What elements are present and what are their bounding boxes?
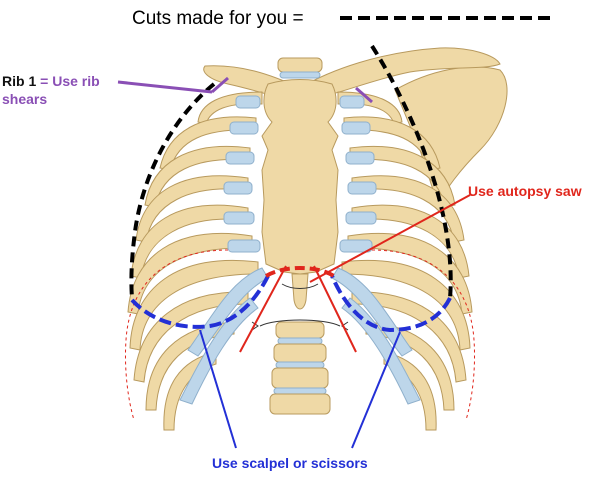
rib1-action-line2: shears	[2, 91, 48, 107]
rib-shears-cut-left	[211, 76, 229, 94]
scalpel-leader-left	[199, 329, 237, 449]
scalpel-cut-left	[130, 275, 270, 329]
lower-rib-outline-left	[124, 249, 229, 421]
rib1-key: Rib 1	[2, 73, 37, 89]
autopsy-saw-label: Use autopsy saw	[468, 183, 582, 199]
xiphoid-process	[291, 273, 309, 310]
lower-rib-outline-right	[371, 249, 476, 421]
existing-cut-left	[129, 82, 216, 299]
scalpel-leader-right	[351, 331, 401, 449]
autopsy-saw-leader-line	[309, 194, 471, 283]
clavicle-right	[299, 47, 501, 101]
scalpel-label: Use scalpel or scissors	[212, 455, 368, 471]
sternum	[261, 79, 339, 275]
autopsy-saw-cut	[264, 265, 336, 278]
autopsy-saw-line-right	[313, 265, 357, 353]
rib-shears-cut-right	[355, 86, 373, 104]
costal-angle-marks	[251, 283, 349, 331]
scalpel-cut-right	[330, 275, 452, 333]
title: Cuts made for you =	[132, 8, 304, 29]
autopsy-saw-line-left	[239, 265, 287, 353]
rib1-label: Rib 1 = Use rib shears	[2, 72, 100, 108]
costal-cartilage	[179, 95, 421, 405]
existing-cut-right	[370, 44, 453, 299]
rib1-leader-line	[117, 80, 213, 94]
rib1-action-line1: Use rib	[52, 73, 100, 89]
rib1-equals: =	[36, 73, 53, 89]
vertebral-column	[269, 57, 331, 415]
